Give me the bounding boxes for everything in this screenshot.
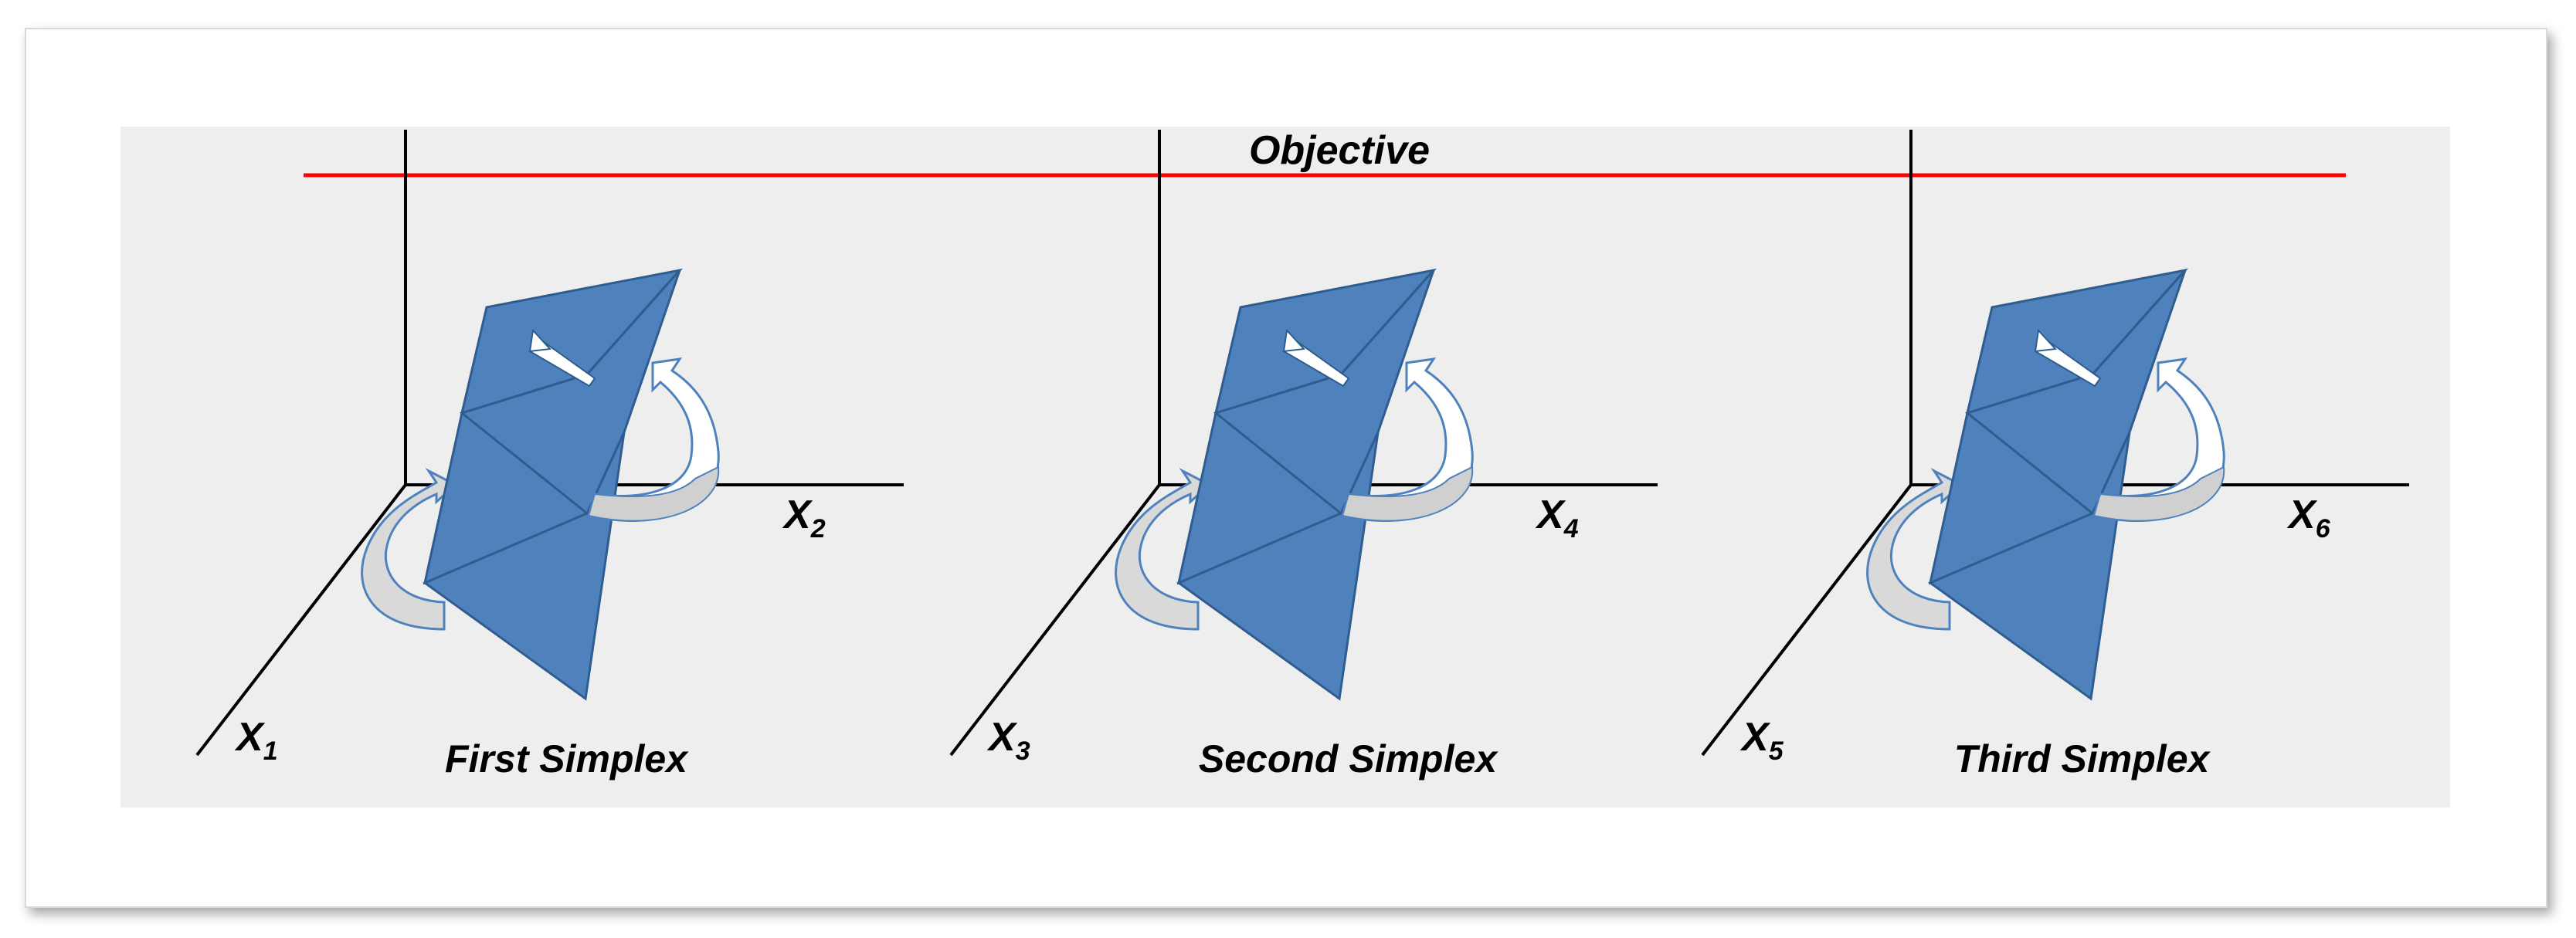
axis-label-x1: X1 <box>234 715 278 766</box>
simplex-title-first: First Simplex <box>445 737 689 781</box>
simplex-3: X5 X6 Third Simplex <box>1701 128 2411 781</box>
axis-label-x5: X5 <box>1739 715 1784 766</box>
axis-label-x3: X3 <box>986 715 1030 766</box>
simplex-1: X1 X2 First Simplex <box>195 128 905 781</box>
axis-label-x6: X6 <box>2286 493 2331 543</box>
axis-label-x2: X2 <box>782 493 826 543</box>
simplex-title-third: Third Simplex <box>1954 737 2211 781</box>
simplex-2: X3 X4 Second Simplex <box>949 128 1659 781</box>
simplex-title-second: Second Simplex <box>1199 737 1498 781</box>
axis-label-x4: X4 <box>1535 493 1579 543</box>
objective-label: Objective <box>1249 128 1430 173</box>
